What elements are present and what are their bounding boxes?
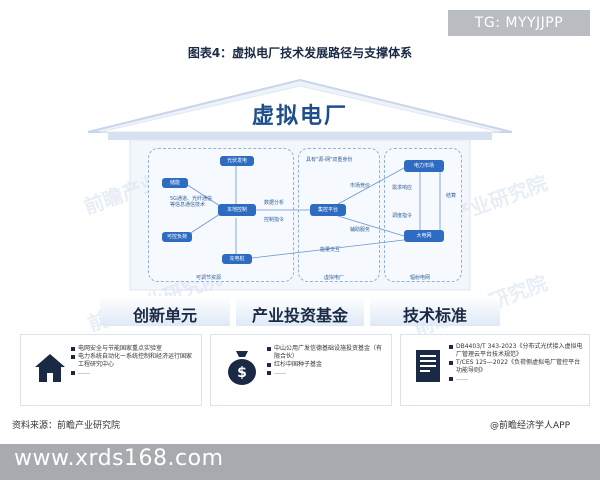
pillar-band bbox=[370, 296, 500, 326]
watermark-tag: TG: MYYJJPP bbox=[448, 10, 590, 36]
list-item: DB4403/T 343-2023《分布式光伏接入虚拟电厂管理云平台技术规范》 bbox=[449, 343, 583, 359]
pillar-card: DB4403/T 343-2023《分布式光伏接入虚拟电厂管理云平台技术规范》 … bbox=[400, 334, 590, 406]
node-grid: 大电网 bbox=[404, 230, 444, 242]
pillar-card: 电网安全与节能国家重点实验室 电力系统自动化一系统控制和经济运行国家工程研究中心… bbox=[20, 334, 202, 406]
list-item: 电力系统自动化一系统控制和经济运行国家工程研究中心 bbox=[71, 353, 197, 369]
node-storage: 储能 bbox=[162, 178, 188, 188]
roof-title: 虚拟电厂 bbox=[251, 104, 348, 129]
node-local-control: 本地控制 bbox=[218, 204, 256, 216]
list-item: …… bbox=[71, 369, 197, 377]
edge-label: 市场竞价 bbox=[350, 183, 371, 189]
document-icon bbox=[416, 350, 440, 382]
list-item: 中山公用广发信德基础设施投资基金（有限合伙） bbox=[267, 345, 387, 361]
node-load: 可控负荷 bbox=[162, 232, 192, 242]
roof-beam bbox=[108, 132, 492, 140]
region-label: 虚拟电厂 bbox=[324, 275, 345, 281]
pillar-list: DB4403/T 343-2023《分布式光伏接入虚拟电厂管理云平台技术规范》 … bbox=[449, 343, 583, 383]
figure-title: 图表4：虚拟电厂技术发展路径与支撑体系 bbox=[187, 46, 413, 60]
dual-role-label: 具有"源-网"双重身份 bbox=[306, 157, 353, 163]
pillar-title: 创新单元 bbox=[132, 306, 197, 325]
node-central: 集控平台 bbox=[310, 204, 346, 216]
node-market: 电力市场 bbox=[404, 160, 444, 172]
bottom-banner bbox=[0, 444, 600, 480]
money-bag-icon: $ bbox=[228, 351, 256, 385]
svg-text:$: $ bbox=[237, 365, 247, 381]
diagram-connectors bbox=[185, 166, 441, 259]
pillar-list: 电网安全与节能国家重点实验室 电力系统自动化一系统控制和经济运行国家工程研究中心… bbox=[71, 345, 197, 377]
region-label: 辐射电网 bbox=[410, 275, 431, 281]
edge-label: 辅助服务 bbox=[350, 227, 371, 233]
list-item: …… bbox=[267, 369, 387, 377]
pillar-title: 产业投资基金 bbox=[251, 306, 348, 325]
list-item: 电网安全与节能国家重点实验室 bbox=[71, 345, 197, 353]
region-label: 可调节资源 bbox=[196, 275, 222, 281]
brand-credit: @前瞻经济学人APP bbox=[490, 421, 571, 431]
edge-label: 数据分析 bbox=[264, 200, 285, 206]
edge-label: 能量交互 bbox=[320, 247, 341, 253]
pillar-card: $ 中山公用广发信德基础设施投资基金（有限合伙） 红杉中国种子基金 …… bbox=[210, 334, 392, 406]
pillar-band bbox=[236, 296, 364, 326]
edge-label: 结算 bbox=[446, 193, 457, 199]
node-pv: 光伏发电 bbox=[220, 156, 254, 166]
house-icon bbox=[35, 354, 65, 382]
pillar-title: 技术标准 bbox=[402, 306, 467, 325]
list-item: T/CES 125—2022《负荷侧虚拟电厂管控平台功能导则》 bbox=[449, 359, 583, 375]
pillar-list: 中山公用广发信德基础设施投资基金（有限合伙） 红杉中国种子基金 …… bbox=[267, 345, 387, 377]
list-item: 红杉中国种子基金 bbox=[267, 361, 387, 369]
edge-label: 调度指令 bbox=[392, 213, 413, 219]
list-item: …… bbox=[449, 375, 583, 383]
edge-label: 需求响应 bbox=[392, 185, 413, 191]
region-grid bbox=[384, 148, 462, 282]
node-charging: 充电桩 bbox=[222, 254, 252, 264]
edge-label: 5G通道、光纤通信等信息通信技术 bbox=[170, 196, 213, 208]
source-note: 资料来源：前瞻产业研究院 bbox=[12, 421, 121, 431]
site-url: www.xrds168.com bbox=[14, 446, 224, 471]
edge-label: 控制指令 bbox=[264, 217, 285, 223]
pillar-band bbox=[100, 296, 230, 326]
